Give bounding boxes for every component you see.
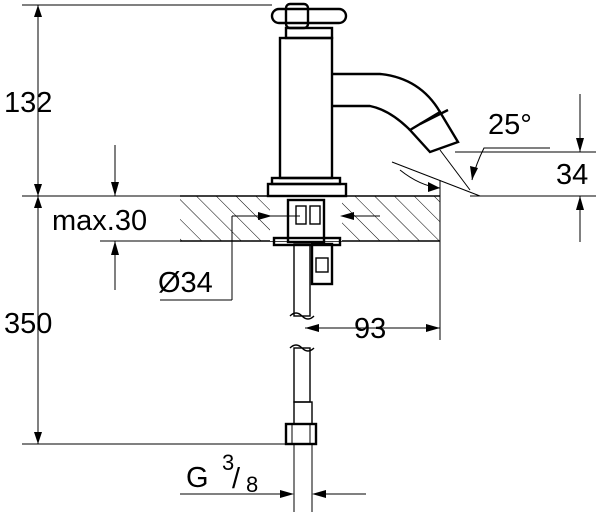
countertop-section — [180, 195, 440, 242]
dim-spout-projection: 93 — [354, 313, 386, 345]
tap-body — [266, 2, 460, 198]
deck-thickness-dimension — [100, 145, 180, 290]
dim-deck-thickness: max.30 — [52, 205, 147, 237]
dim-connection-denominator: 8 — [246, 472, 258, 497]
dim-connection-numerator: 3 — [222, 450, 234, 475]
dim-spout-angle: 25° — [488, 109, 532, 141]
connection-dimension — [180, 490, 366, 498]
dim-hole-diameter: Ø34 — [158, 267, 213, 299]
dim-connection-slash: / — [232, 463, 241, 495]
spout-projection-dimension — [305, 180, 441, 340]
dim-spout-height: 34 — [556, 159, 588, 191]
vertical-dimension-left — [22, 4, 300, 445]
mounting-assembly — [272, 198, 342, 512]
dim-below-deck: 350 — [4, 308, 52, 340]
dim-connection-prefix: G — [186, 462, 209, 494]
dim-height-above-deck: 132 — [4, 87, 52, 119]
spout-angle-dimension — [391, 147, 550, 197]
spout-height-dimension — [455, 94, 596, 242]
